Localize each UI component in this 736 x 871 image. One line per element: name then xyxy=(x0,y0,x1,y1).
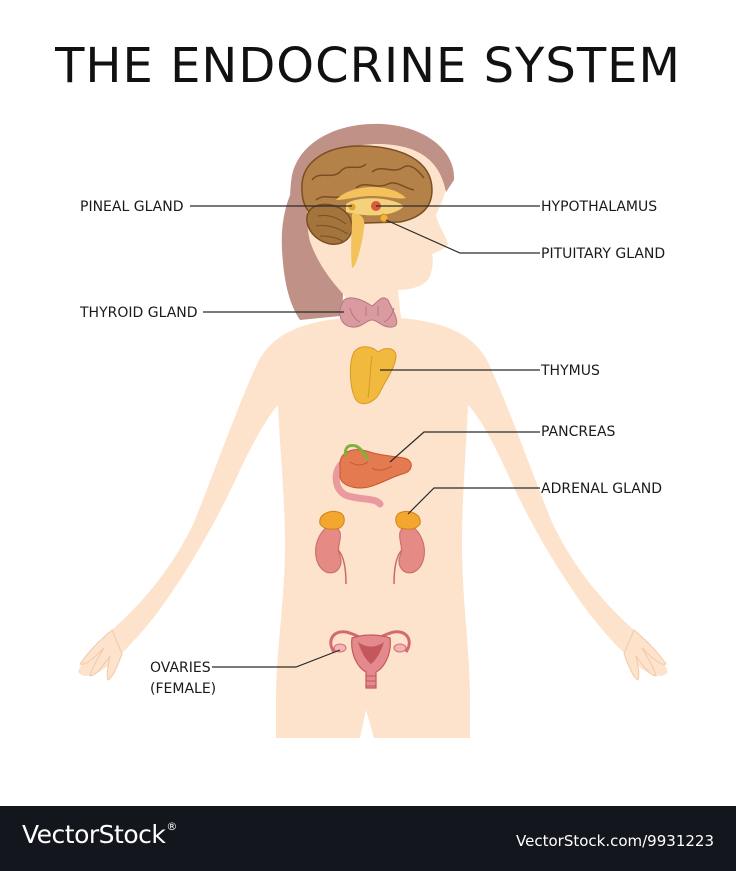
brain-folds xyxy=(311,163,425,201)
thyroid-gland xyxy=(339,297,398,328)
endocrine-diagram: PINEAL GLAND HYPOTHALAMUS PITUITARY GLAN… xyxy=(78,123,668,738)
thymus-gland xyxy=(349,346,397,405)
label-adrenal-gland: ADRENAL GLAND xyxy=(541,481,662,497)
torso xyxy=(78,290,668,738)
label-thymus: THYMUS xyxy=(540,363,600,379)
right-ureter xyxy=(393,549,403,585)
leader-lines xyxy=(190,205,540,668)
brand-name: VectorStock xyxy=(22,820,166,849)
brain-stem xyxy=(351,213,365,268)
page-title: THE ENDOCRINE SYSTEM xyxy=(55,38,681,94)
registered-mark: ® xyxy=(166,820,177,833)
brand-logo: VectorStock® xyxy=(22,820,177,849)
label-hypothalamus: HYPOTHALAMUS xyxy=(541,199,657,215)
cerebellum-lines xyxy=(315,215,349,243)
right-fingers xyxy=(623,629,667,681)
watermark-footer: VectorStock® VectorStock.com/9931223 xyxy=(0,806,736,871)
right-ovary xyxy=(393,643,407,653)
left-fingers xyxy=(79,629,123,681)
duodenum xyxy=(332,458,384,508)
gallbladder xyxy=(344,444,370,461)
brain xyxy=(301,145,433,268)
left-ureter xyxy=(337,549,347,585)
kidneys-and-adrenals xyxy=(315,511,425,585)
label-thyroid-gland: THYROID GLAND xyxy=(79,305,198,321)
uterus-and-ovaries xyxy=(329,630,411,689)
right-adrenal-gland xyxy=(395,511,421,530)
labels: PINEAL GLAND HYPOTHALAMUS PITUITARY GLAN… xyxy=(79,199,665,697)
pineal-gland-shape xyxy=(348,203,356,211)
left-adrenal-gland xyxy=(319,511,345,530)
label-pituitary-gland: PITUITARY GLAND xyxy=(541,246,665,262)
label-pancreas: PANCREAS xyxy=(541,424,616,440)
label-ovaries-female: (FEMALE) xyxy=(150,681,216,697)
label-ovaries: OVARIES xyxy=(150,660,211,676)
label-pineal-gland: PINEAL GLAND xyxy=(80,199,184,215)
image-id: VectorStock.com/9931223 xyxy=(516,832,714,850)
left-ovary xyxy=(333,643,347,653)
corpus-callosum xyxy=(336,186,406,200)
